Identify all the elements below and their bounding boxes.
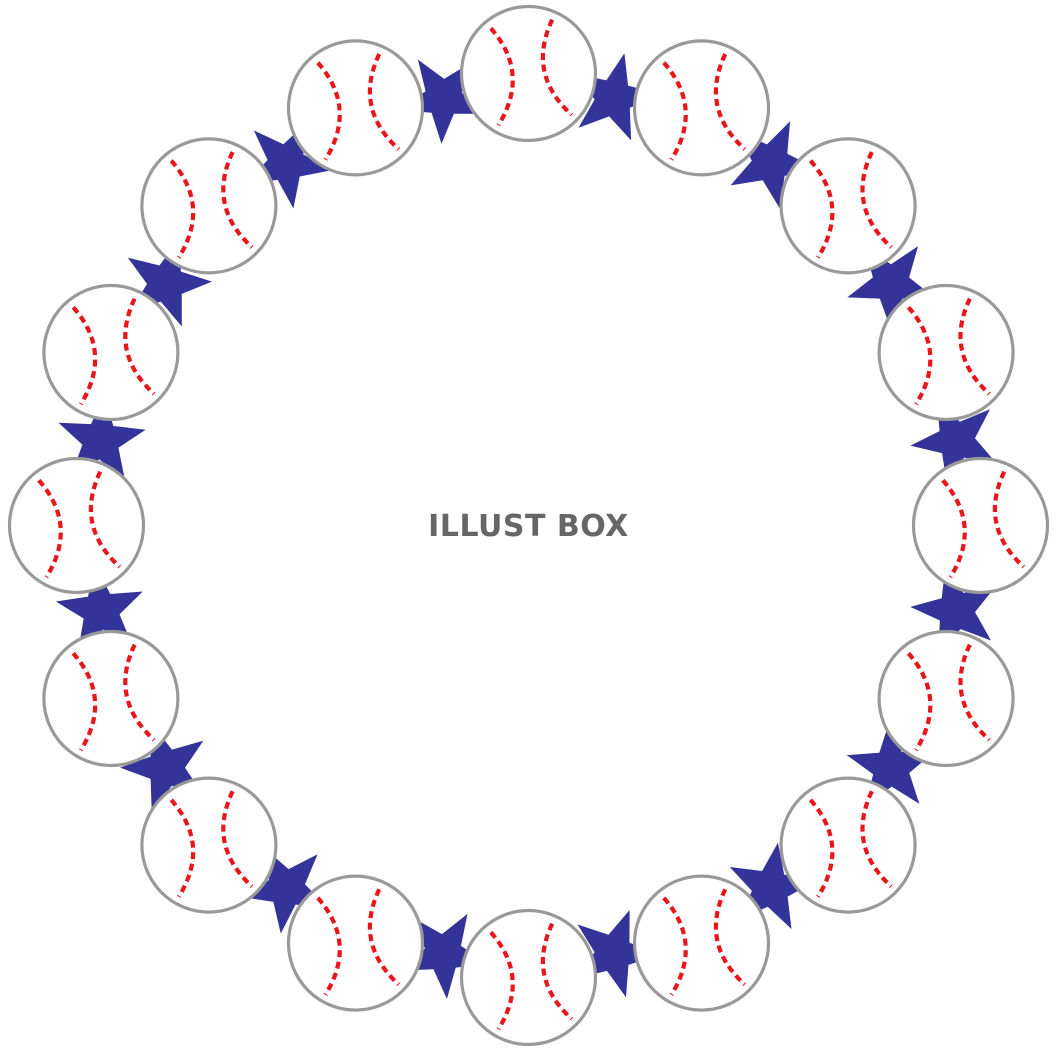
- baseball-icon: [877, 283, 1015, 422]
- baseball-stitch: [71, 305, 98, 406]
- baseball-stitch: [169, 159, 196, 259]
- baseball-stitch: [123, 297, 156, 396]
- baseball-icon: [140, 137, 278, 275]
- baseball-icon: [632, 39, 771, 177]
- baseball-stitch: [316, 61, 342, 161]
- baseball-icon: [42, 629, 180, 768]
- baseball-stitch: [316, 896, 342, 996]
- baseball-stitch: [906, 305, 933, 406]
- star-icon: [910, 398, 997, 486]
- baseball-icon: [632, 874, 771, 1012]
- baseball-icon: [140, 776, 278, 914]
- star-icon: [574, 53, 660, 141]
- baseball-icon: [459, 4, 598, 143]
- baseball-icon: [911, 456, 1050, 595]
- baseball-stitch: [489, 26, 515, 127]
- baseball-stitch: [941, 478, 967, 579]
- baseball-stitch: [221, 151, 254, 249]
- baseball-stitch: [808, 798, 835, 898]
- baseball-stitch: [662, 896, 688, 996]
- baseball-stitch: [540, 18, 574, 117]
- baseball-stitch: [221, 790, 254, 889]
- baseball-icon: [877, 629, 1015, 768]
- baseball-stitch: [169, 798, 196, 898]
- baseball-stitch: [860, 790, 893, 889]
- baseball-icon: [459, 908, 598, 1047]
- baseball-stitch: [906, 651, 933, 752]
- star-icon: [846, 721, 935, 806]
- baseball-stitch: [662, 61, 688, 161]
- star-icon: [910, 565, 996, 654]
- baseball-stitch: [71, 651, 98, 752]
- star-icon: [55, 564, 143, 651]
- baseball-icon: [7, 456, 146, 595]
- baseball-stitch: [367, 53, 401, 151]
- star-icon: [241, 847, 329, 934]
- baseball-icon: [779, 776, 917, 914]
- baseball-stitch: [123, 643, 156, 742]
- baseball-stitch: [992, 470, 1026, 569]
- baseball-icon: [286, 39, 425, 177]
- star-icon: [245, 122, 332, 209]
- star-icon: [575, 909, 660, 998]
- baseball-stitch: [958, 643, 991, 742]
- baseball-stitch: [958, 297, 991, 396]
- baseball-ring: [7, 4, 1050, 1047]
- baseball-stitch: [713, 53, 747, 151]
- baseball-stitch: [540, 922, 574, 1021]
- baseball-icon: [779, 137, 917, 275]
- baseball-stitch: [808, 159, 835, 259]
- baseball-icon: [286, 874, 425, 1012]
- baseball-stitch: [860, 151, 893, 249]
- baseball-icon: [42, 283, 180, 422]
- baseball-stitch: [37, 478, 63, 579]
- baseball-stitch: [713, 888, 747, 987]
- baseball-stitch: [367, 888, 401, 987]
- star-icon: [847, 246, 935, 330]
- baseball-stitch: [88, 470, 122, 569]
- baseball-stitch: [489, 930, 515, 1031]
- star-icon: [120, 723, 204, 812]
